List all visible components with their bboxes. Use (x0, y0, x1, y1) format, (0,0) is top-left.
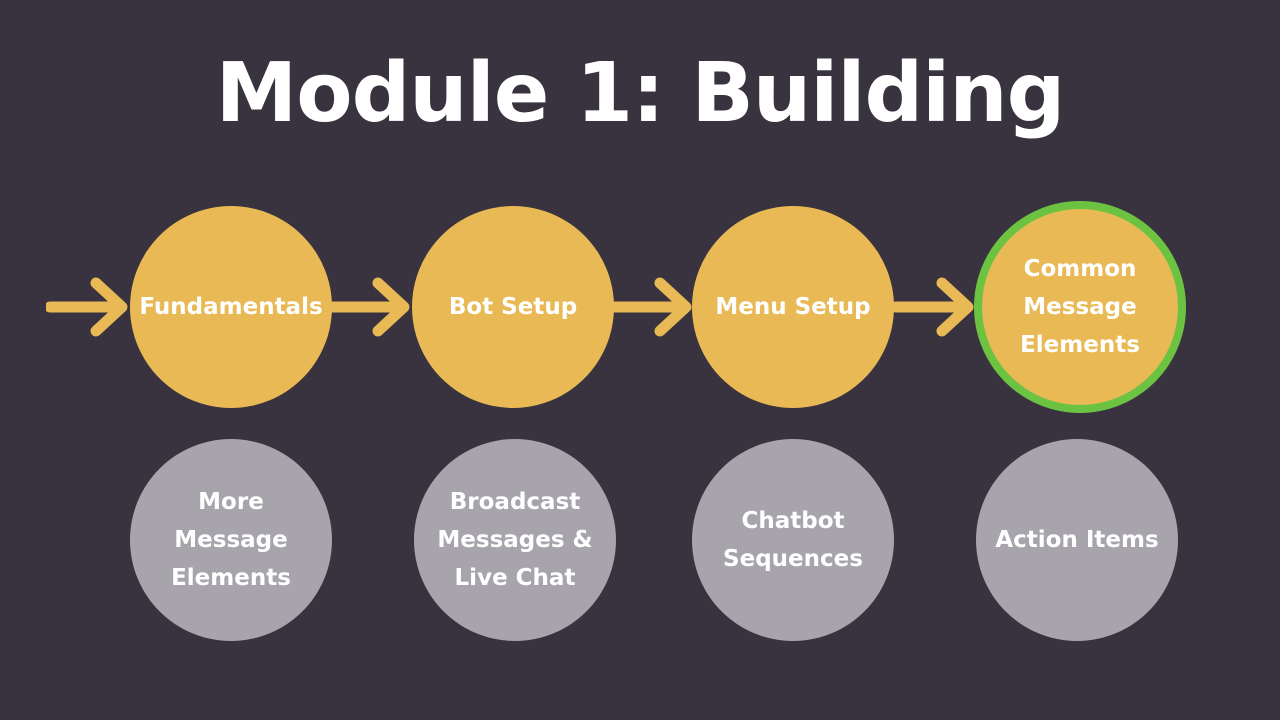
step-chatbot-sequences: Chatbot Sequences (692, 439, 894, 641)
arrow-right-icon (892, 277, 974, 337)
step-action-items: Action Items (976, 439, 1178, 641)
step-menu-setup: Menu Setup (692, 206, 894, 408)
step-label: Fundamentals (139, 294, 323, 320)
step-common-message-elements: Common Message Elements (974, 201, 1186, 413)
step-broadcast-messages-live-chat: Broadcast Messages & Live Chat (414, 439, 616, 641)
step-label: Action Items (995, 527, 1159, 553)
arrow-right-icon (328, 277, 410, 337)
step-fundamentals: Fundamentals (130, 206, 332, 408)
step-label: Broadcast Messages & Live Chat (437, 489, 593, 591)
step-label: Common Message Elements (1020, 256, 1140, 358)
step-label: Menu Setup (715, 294, 871, 320)
arrow-right-icon (46, 277, 128, 337)
step-bot-setup: Bot Setup (412, 206, 614, 408)
step-label: More Message Elements (171, 489, 291, 591)
arrow-right-icon (610, 277, 692, 337)
step-more-message-elements: More Message Elements (130, 439, 332, 641)
step-label: Chatbot Sequences (723, 508, 863, 572)
step-label: Bot Setup (448, 294, 578, 320)
slide-title: Module 1: Building (215, 46, 1066, 141)
